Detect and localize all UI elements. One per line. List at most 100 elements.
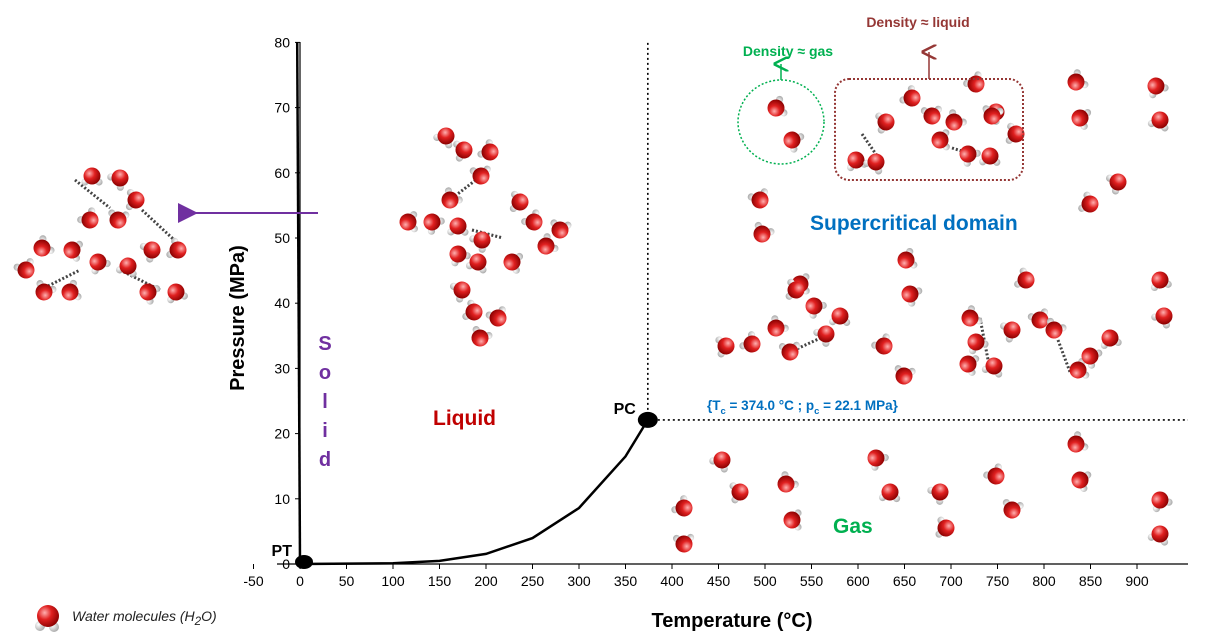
water-molecule-icon [1146, 108, 1173, 133]
solid-label: S o l i d [318, 333, 331, 471]
y-tick-label: 50 [274, 230, 290, 246]
x-tick-label: -50 [243, 573, 263, 589]
water-molecule-icon [105, 164, 134, 193]
water-molecule-icon [828, 306, 852, 327]
density-liquid-label: Density ≈ liquid [866, 14, 969, 30]
vaporization-curve [299, 419, 649, 566]
y-tick-label: 60 [274, 165, 290, 181]
x-tick-label: 200 [474, 573, 498, 589]
water-molecule-icon [783, 509, 802, 531]
water-molecule-icon [962, 329, 990, 356]
water-molecule-icon [862, 444, 891, 473]
water-molecule-icon [61, 237, 84, 263]
water-molecule-icon [1069, 105, 1092, 131]
water-molecule-icon [1063, 67, 1090, 96]
water-molecule-icon [961, 69, 990, 98]
x-tick-label: 250 [521, 573, 545, 589]
water-molecule-icon [1146, 487, 1174, 514]
density-gas-outline [737, 79, 825, 165]
water-molecule-icon [772, 469, 801, 498]
water-molecule-icon [447, 217, 469, 236]
y-tick-label: 70 [274, 100, 290, 116]
x-tick-label: 650 [893, 573, 917, 589]
supercritical-label: Supercritical domain [810, 212, 1018, 235]
legend: Water molecules (H2O) [34, 604, 217, 632]
water-molecule-icon [12, 257, 40, 282]
water-molecule-icon [748, 220, 776, 247]
water-molecule-icon [1077, 190, 1102, 218]
water-molecule-icon [897, 83, 926, 112]
water-molecule-icon [779, 126, 806, 154]
water-molecule-icon [501, 249, 524, 275]
water-molecule-icon [84, 249, 113, 276]
water-molecule-icon [165, 236, 190, 263]
x-tick-label: 750 [986, 573, 1010, 589]
x-tick-label: 850 [1079, 573, 1103, 589]
x-tick-label: 800 [1032, 573, 1056, 589]
legend-label: Water molecules (H2O) [72, 608, 217, 628]
x-tick-label: 900 [1125, 573, 1149, 589]
water-molecule-icon [931, 129, 950, 151]
water-molecule-icon [163, 281, 189, 305]
x-tick-label: 350 [614, 573, 638, 589]
water-molecule-icon [894, 247, 919, 273]
x-tick-label: 0 [296, 573, 304, 589]
water-molecule-icon [874, 110, 897, 135]
water-molecule-icon [979, 147, 1001, 166]
water-molecule-icon [1142, 73, 1170, 100]
water-molecule-icon [935, 516, 956, 540]
water-molecule-icon [762, 313, 791, 342]
water-molecule-icon [81, 167, 103, 186]
gas-label: Gas [833, 515, 873, 538]
y-tick-label: 10 [274, 491, 290, 507]
water-molecule-icon [957, 351, 981, 377]
water-molecule-icon [891, 364, 917, 387]
x-tick-label: 100 [381, 573, 405, 589]
water-molecule-icon [75, 205, 104, 234]
x-tick-label: 450 [707, 573, 731, 589]
x-tick-label: 300 [567, 573, 591, 589]
x-tick-label: 600 [846, 573, 870, 589]
triple-point-label: PT [272, 543, 293, 560]
critical-point-marker [637, 411, 658, 428]
water-molecule-icon [811, 320, 840, 349]
critical-point-label: PC [614, 401, 637, 418]
water-molecule-icon [778, 341, 802, 362]
water-molecule-icon [1146, 522, 1173, 547]
y-tick-label: 80 [274, 34, 290, 50]
water-molecule-icon [707, 446, 736, 474]
water-molecule-icon [509, 190, 530, 214]
water-molecule-icon [1005, 122, 1026, 146]
water-molecule-icon [981, 462, 1010, 490]
water-molecule-icon [980, 354, 1007, 379]
water-molecule-icon [957, 303, 984, 332]
density-liquid-annotation: Density ≈ liquid [834, 14, 1024, 181]
x-tick-label: 150 [428, 573, 452, 589]
water-molecule-icon [135, 278, 162, 306]
y-tick-label: 30 [274, 360, 290, 376]
water-molecule-icon [729, 480, 750, 504]
water-molecule-icon [1063, 429, 1090, 458]
water-molecule-icon [58, 278, 83, 305]
y-tick-label: 20 [274, 426, 290, 442]
x-tick-label: 700 [939, 573, 963, 589]
density-gas-label: Density ≈ gas [743, 43, 833, 59]
liquid-label: Liquid [433, 407, 496, 430]
solid-letter: S [318, 333, 331, 355]
water-molecule-icon [800, 292, 829, 321]
fusion-curve [295, 42, 302, 565]
y-axis-title: Pressure (MPa) [227, 245, 249, 391]
water-molecule-icon [897, 280, 924, 308]
solid-letter: o [319, 362, 331, 384]
molecule-cluster-illustrations [12, 67, 1178, 554]
water-molecule-icon [920, 105, 944, 126]
water-molecule-icon [452, 137, 475, 163]
water-molecule-icon [418, 208, 447, 237]
water-molecule-icon [672, 533, 696, 554]
water-molecule-icon [954, 140, 983, 169]
water-molecule-icon [138, 236, 165, 264]
critical-values-label: {Tc = 374.0 °C ; pc = 22.1 MPa} [707, 398, 899, 417]
water-molecule-icon [469, 165, 493, 186]
water-molecule-icon [1097, 327, 1123, 350]
